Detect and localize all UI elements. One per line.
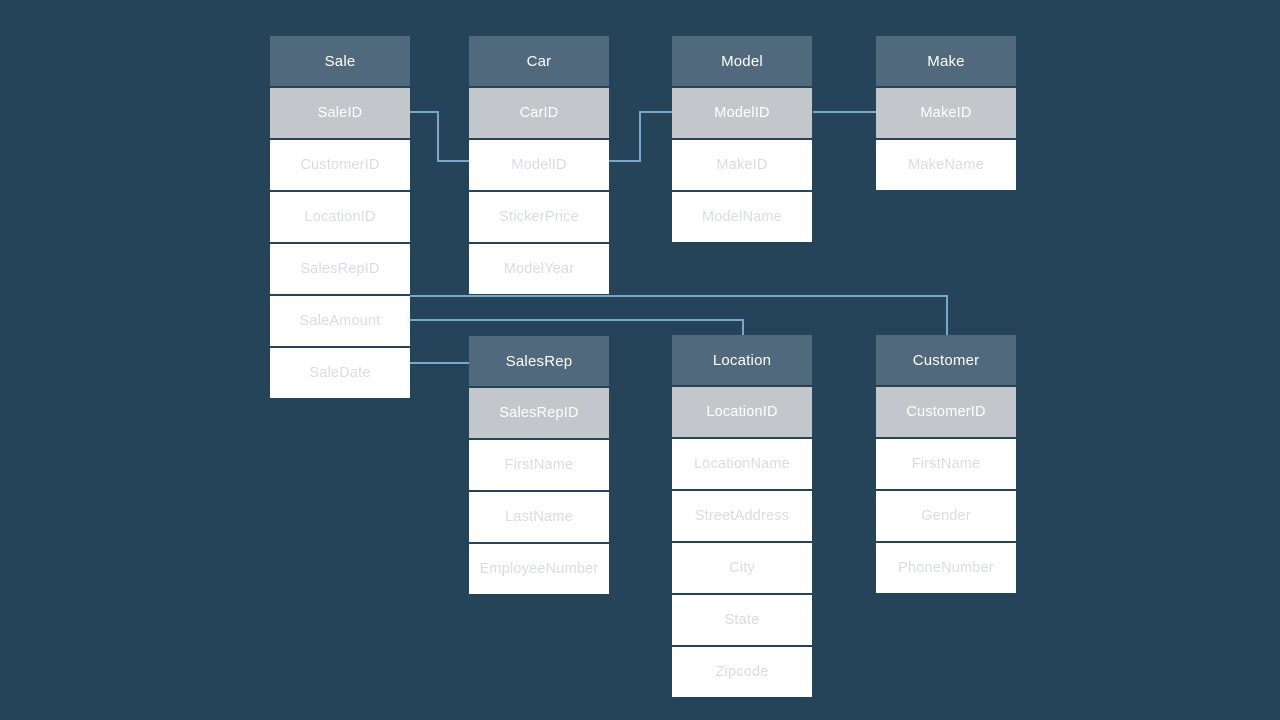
field-modelyear[interactable]: ModelYear <box>469 244 609 294</box>
field-locationid[interactable]: LocationID <box>270 192 410 242</box>
field-makename[interactable]: MakeName <box>876 140 1016 190</box>
field-locationname[interactable]: LocationName <box>672 439 812 489</box>
entity-title-location: Location <box>672 335 812 385</box>
field-salesrepid[interactable]: SalesRepID <box>270 244 410 294</box>
primary-key-field-salesrepid[interactable]: SalesRepID <box>469 388 609 438</box>
primary-key-field-locationid[interactable]: LocationID <box>672 387 812 437</box>
field-streetaddress[interactable]: StreetAddress <box>672 491 812 541</box>
entity-title-car: Car <box>469 36 609 86</box>
field-phonenumber[interactable]: PhoneNumber <box>876 543 1016 593</box>
field-saledate[interactable]: SaleDate <box>270 348 410 398</box>
primary-key-field-carid[interactable]: CarID <box>469 88 609 138</box>
entity-title-customer: Customer <box>876 335 1016 385</box>
primary-key-field-makeid[interactable]: MakeID <box>876 88 1016 138</box>
field-state[interactable]: State <box>672 595 812 645</box>
primary-key-field-saleid[interactable]: SaleID <box>270 88 410 138</box>
primary-key-field-customerid[interactable]: CustomerID <box>876 387 1016 437</box>
relationship-line <box>609 111 672 162</box>
field-firstname[interactable]: FirstName <box>876 439 1016 489</box>
primary-key-field-modelid[interactable]: ModelID <box>672 88 812 138</box>
relationship-line <box>410 295 948 336</box>
entity-title-model: Model <box>672 36 812 86</box>
field-customerid[interactable]: CustomerID <box>270 140 410 190</box>
field-city[interactable]: City <box>672 543 812 593</box>
field-modelname[interactable]: ModelName <box>672 192 812 242</box>
field-saleamount[interactable]: SaleAmount <box>270 296 410 346</box>
entity-title-sale: Sale <box>270 36 410 86</box>
field-employeenumber[interactable]: EmployeeNumber <box>469 544 609 594</box>
entity-title-salesrep: SalesRep <box>469 336 609 386</box>
relationship-line <box>410 319 744 336</box>
field-modelid[interactable]: ModelID <box>469 140 609 190</box>
entity-title-make: Make <box>876 36 1016 86</box>
field-firstname[interactable]: FirstName <box>469 440 609 490</box>
field-gender[interactable]: Gender <box>876 491 1016 541</box>
field-lastname[interactable]: LastName <box>469 492 609 542</box>
field-stickerprice[interactable]: StickerPrice <box>469 192 609 242</box>
field-zipcode[interactable]: Zipcode <box>672 647 812 697</box>
field-makeid[interactable]: MakeID <box>672 140 812 190</box>
relationship-line <box>410 111 469 162</box>
